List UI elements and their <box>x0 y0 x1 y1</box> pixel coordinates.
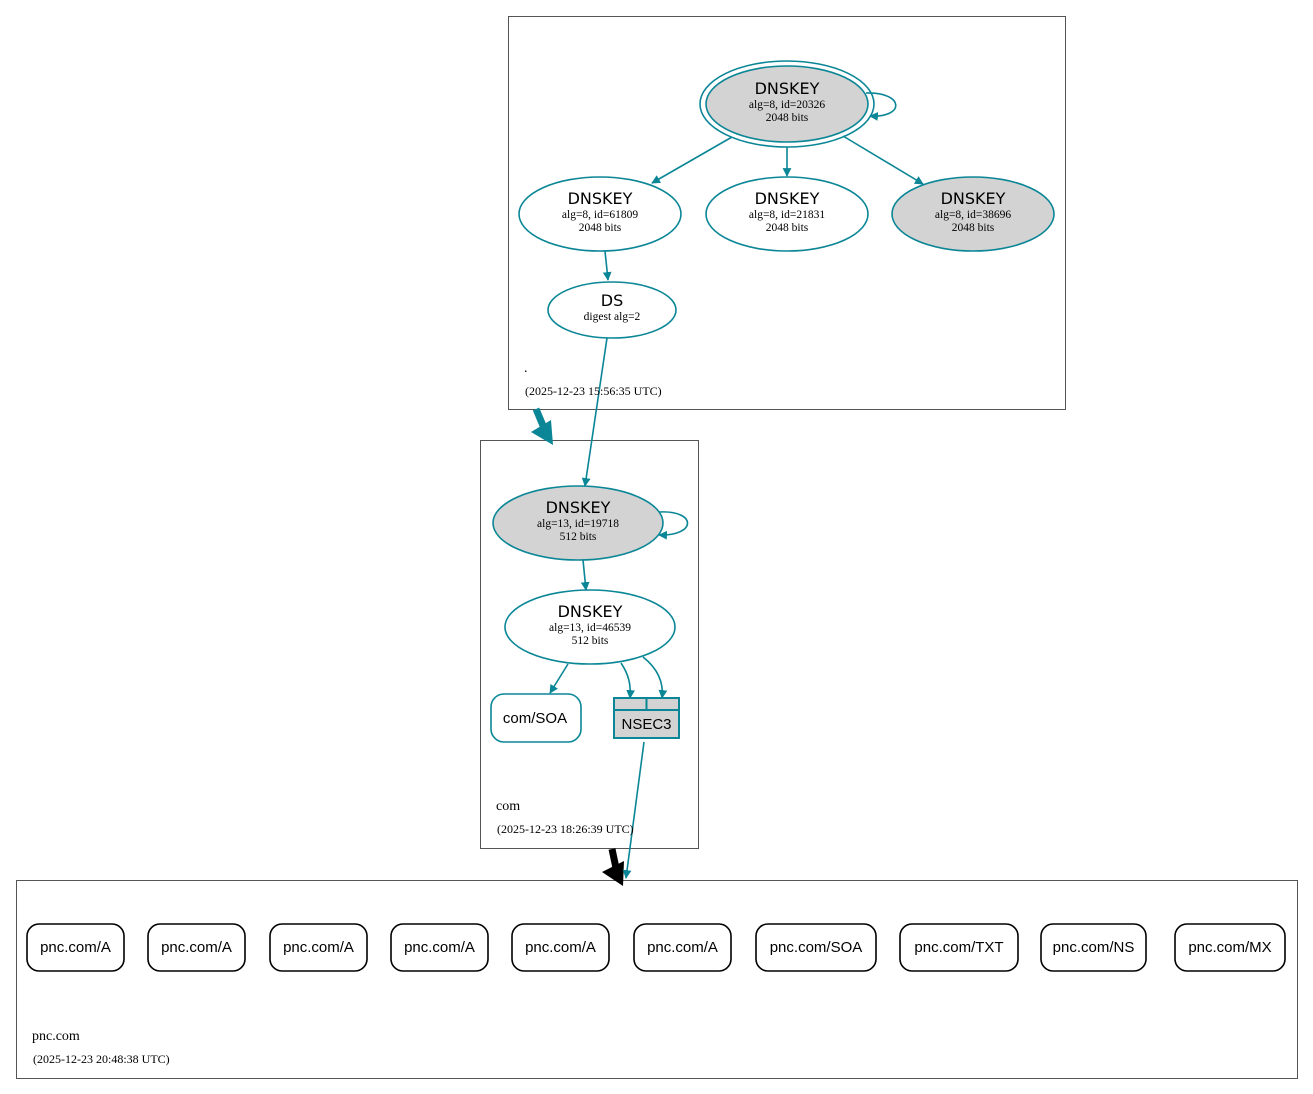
node-key-info: alg=8, id=61809 <box>562 209 638 221</box>
rrset-label: pnc.com/A <box>283 939 354 956</box>
node-key-info: alg=13, id=46539 <box>549 622 631 634</box>
delegation-root-to-com <box>531 407 553 445</box>
node-key-size: 2048 bits <box>952 222 995 234</box>
rrset-pnc-com-mx[interactable]: pnc.com/MX <box>1174 923 1286 972</box>
rrset-label: pnc.com/A <box>525 939 596 956</box>
nsec3-label: NSEC3 <box>621 716 671 733</box>
rrset-pnc-com-txt[interactable]: pnc.com/TXT <box>899 923 1019 972</box>
pnc-rrset-list: pnc.com/A pnc.com/A pnc.com/A pnc.com/A pnc.… <box>26 923 1286 972</box>
rrset-pnc-com-ns[interactable]: pnc.com/NS <box>1040 923 1147 972</box>
zone-root-timestamp: (2025-12-23 15:56:35 UTC) <box>525 384 662 398</box>
rrset-pnc-com-a[interactable]: pnc.com/A <box>633 923 732 972</box>
node-title: DNSKEY <box>755 79 820 98</box>
rrset-box <box>633 923 732 972</box>
node-key-size: 2048 bits <box>766 222 809 234</box>
edge-zsk1-to-ds <box>602 250 612 281</box>
node-key-info: alg=8, id=21831 <box>749 209 825 221</box>
zone-root-name: . <box>524 361 528 376</box>
node-key-size: 512 bits <box>572 635 609 647</box>
rrset-box <box>269 923 368 972</box>
node-root-ds[interactable]: DS digest alg=2 <box>547 281 677 339</box>
node-title: DS <box>601 291 623 310</box>
rrset-label: pnc.com/A <box>161 939 232 956</box>
node-title: DNSKEY <box>755 189 820 208</box>
rrset-box <box>1174 923 1286 972</box>
rrset-label: com/SOA <box>503 710 567 727</box>
node-key-size: 2048 bits <box>579 222 622 234</box>
edge-com-zsk-to-nsec3-a <box>620 662 635 699</box>
node-digest-info: digest alg=2 <box>584 311 641 323</box>
node-root-zsk-38696[interactable]: DNSKEY alg=8, id=38696 2048 bits <box>891 176 1055 252</box>
rrset-box <box>26 923 125 972</box>
edge-com-zsk-to-soa <box>549 663 569 694</box>
rrset-box <box>390 923 489 972</box>
edge-com-ksk-self <box>658 511 689 540</box>
delegation-com-to-pnc <box>602 848 624 886</box>
node-title: DNSKEY <box>558 602 623 621</box>
node-com-ksk[interactable]: DNSKEY alg=13, id=19718 512 bits <box>492 485 664 561</box>
rrset-box <box>511 923 610 972</box>
node-root-ksk[interactable]: DNSKEY alg=8, id=20326 2048 bits <box>699 60 875 148</box>
edge-ksk-to-zsk3 <box>842 135 924 185</box>
rrset-label: pnc.com/MX <box>1188 939 1271 956</box>
zone-pnc-name: pnc.com <box>32 1029 80 1044</box>
edge-ksk-self <box>865 92 897 121</box>
zone-com-box <box>480 440 699 849</box>
rrset-label: pnc.com/A <box>40 939 111 956</box>
zone-com-timestamp: (2025-12-23 18:26:39 UTC) <box>497 822 634 836</box>
edge-ds-to-com-ksk <box>581 337 608 487</box>
zone-com-name: com <box>496 799 520 814</box>
zone-pnc-timestamp: (2025-12-23 20:48:38 UTC) <box>33 1052 170 1066</box>
rrset-label: pnc.com/TXT <box>914 939 1003 956</box>
rrset-pnc-com-a[interactable]: pnc.com/A <box>390 923 489 972</box>
node-key-info: alg=8, id=38696 <box>935 209 1011 221</box>
rrset-box <box>755 923 877 972</box>
rrset-box <box>147 923 246 972</box>
rrset-label: pnc.com/SOA <box>770 939 863 956</box>
node-key-size: 2048 bits <box>766 112 809 124</box>
rrset-label: pnc.com/A <box>647 939 718 956</box>
node-title: DNSKEY <box>568 189 633 208</box>
rrset-box <box>899 923 1019 972</box>
edge-nsec3-to-pnc <box>622 741 645 879</box>
node-root-zsk-61809[interactable]: DNSKEY alg=8, id=61809 2048 bits <box>518 176 682 252</box>
node-com-soa[interactable]: com/SOA <box>490 693 582 743</box>
node-title: DNSKEY <box>941 189 1006 208</box>
node-title: DNSKEY <box>546 498 611 517</box>
node-com-zsk[interactable]: DNSKEY alg=13, id=46539 512 bits <box>504 589 676 665</box>
edge-ksk-to-zsk1 <box>651 136 733 184</box>
node-key-size: 512 bits <box>560 531 597 543</box>
zone-pnc-box <box>16 880 1298 1079</box>
rrset-pnc-com-a[interactable]: pnc.com/A <box>147 923 246 972</box>
node-key-info: alg=13, id=19718 <box>537 518 619 530</box>
rrset-label: pnc.com/A <box>404 939 475 956</box>
node-key-info: alg=8, id=20326 <box>749 99 825 111</box>
zone-root-box <box>508 16 1066 410</box>
edge-com-ksk-to-zsk <box>580 559 590 591</box>
rrset-pnc-com-soa[interactable]: pnc.com/SOA <box>755 923 877 972</box>
rrset-pnc-com-a[interactable]: pnc.com/A <box>511 923 610 972</box>
edge-com-zsk-to-nsec3-b <box>642 656 668 699</box>
node-root-zsk-21831[interactable]: DNSKEY alg=8, id=21831 2048 bits <box>705 176 869 252</box>
rrset-box <box>1040 923 1147 972</box>
node-com-nsec3[interactable]: NSEC3 <box>613 697 680 739</box>
rrset-pnc-com-a[interactable]: pnc.com/A <box>26 923 125 972</box>
rrset-pnc-com-a[interactable]: pnc.com/A <box>269 923 368 972</box>
rrset-label: pnc.com/NS <box>1053 939 1135 956</box>
